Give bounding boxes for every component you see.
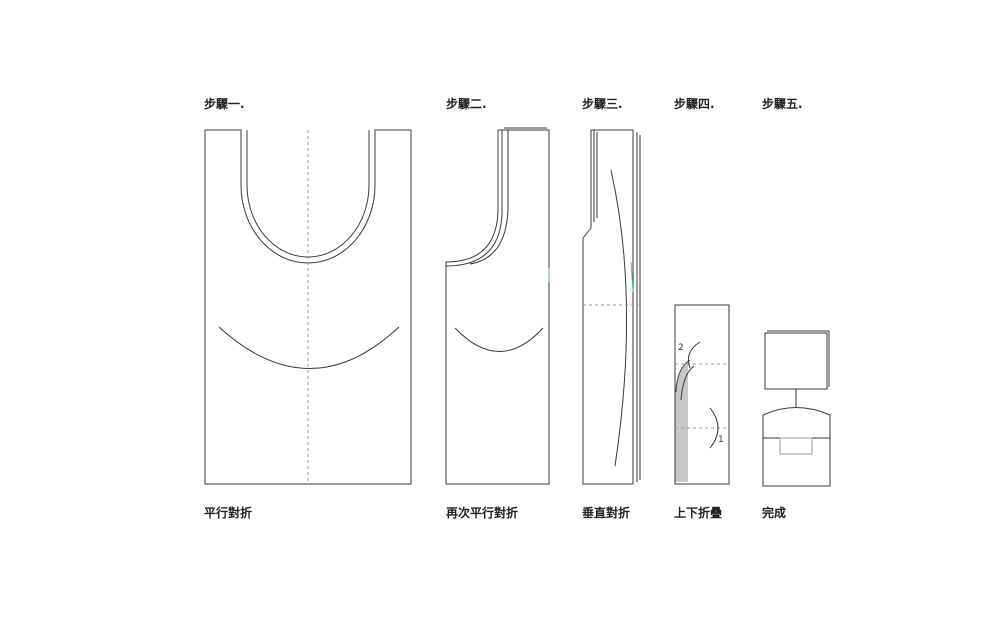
inner-fold-edge-2: [680, 365, 695, 401]
step-2-caption: 再次平行對折: [446, 506, 519, 520]
step-4-marker-2: 2: [678, 343, 684, 353]
step-1-caption: 平行對折: [204, 506, 253, 520]
step-4-marker-1: 1: [718, 435, 724, 445]
fold-curve-2: [454, 327, 544, 352]
step-3-caption: 垂直對折: [582, 506, 631, 520]
pouch-pocket: [779, 437, 813, 455]
step-4-fold-illustration: [674, 304, 730, 485]
step-3-title: 步驟三.: [582, 97, 623, 111]
folded-strip-outline: [674, 304, 730, 485]
pouch-top-square: [764, 332, 828, 390]
step-5-title: 步驟五.: [762, 97, 803, 111]
step-3-strip-illustration: [582, 129, 641, 485]
folded-shade: [675, 362, 688, 482]
half-bag-outline: [445, 129, 550, 485]
step-5-caption: 完成: [762, 506, 787, 520]
step-4-caption: 上下折疊: [674, 506, 723, 520]
step-5-pouch-illustration: [762, 330, 831, 487]
fold-mark-3: [630, 261, 634, 293]
fold-curve: [218, 326, 400, 369]
step-2-title: 步驟二.: [446, 97, 487, 111]
bag-outline: [204, 129, 412, 485]
fold-arc-1: [709, 407, 719, 449]
strip-fold-curve: [610, 169, 628, 467]
step-4-title: 步驟四.: [674, 97, 715, 111]
fold-arc-2: [687, 341, 701, 369]
strip-outline: [582, 129, 634, 485]
step-2-bag-illustration: [445, 127, 550, 485]
pouch-body-outline: [762, 407, 831, 487]
handle-edge-line-2: [469, 130, 509, 265]
step-1-bag-illustration: [204, 129, 412, 485]
step-1-title: 步驟一.: [204, 97, 245, 111]
handle-edge-line: [445, 130, 503, 267]
